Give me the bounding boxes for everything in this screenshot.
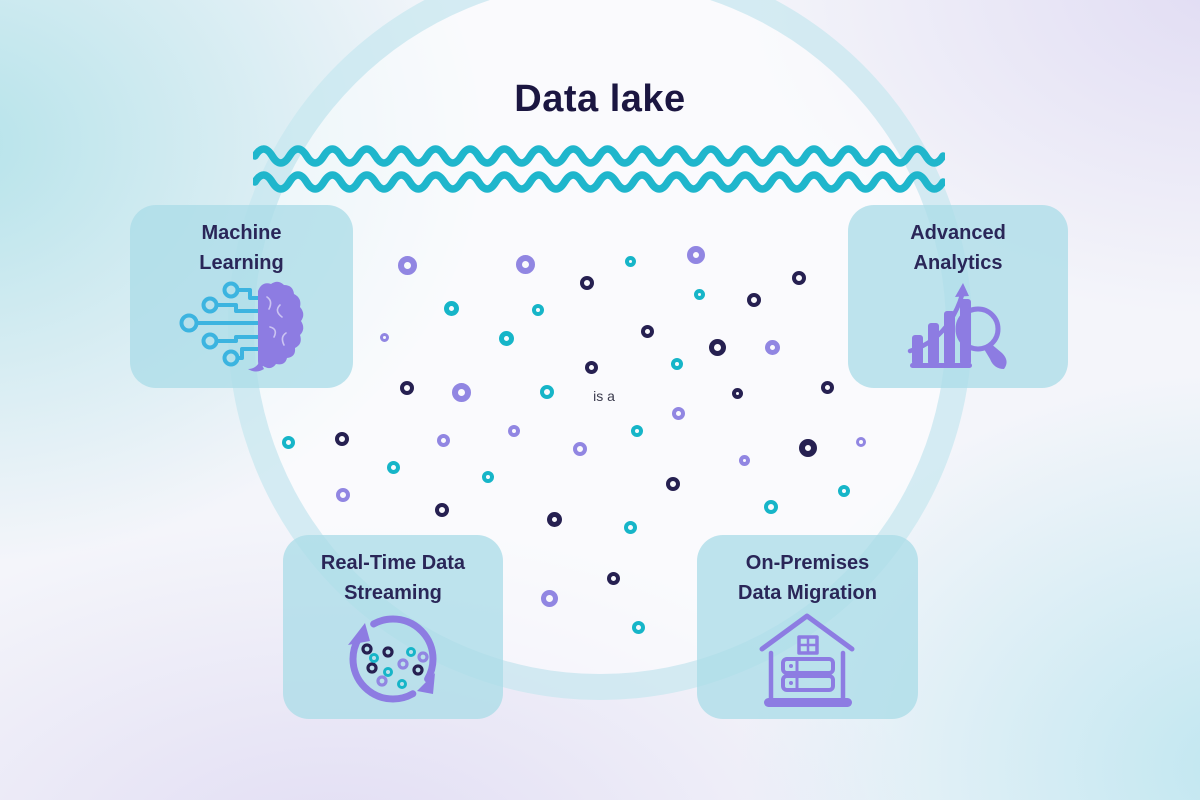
data-dot-teal <box>624 255 636 267</box>
data-dot-teal <box>693 288 705 300</box>
card-title: Machine Learning <box>199 222 284 274</box>
data-dot-navy <box>400 381 414 395</box>
data-dot-purple <box>336 488 350 502</box>
card-title: Real-Time Data Streaming <box>320 552 466 604</box>
data-dot-teal <box>631 620 645 634</box>
data-dot-teal <box>498 330 514 346</box>
data-dot-purple <box>687 246 705 264</box>
data-dot-navy <box>640 324 654 338</box>
data-dot-navy <box>666 477 680 491</box>
data-dot-teal <box>671 358 683 370</box>
data-dot-teal <box>532 304 544 316</box>
data-dot-teal <box>281 435 295 449</box>
page-title: Data lake <box>514 78 686 120</box>
data-dot-purple <box>436 433 450 447</box>
data-dot-purple <box>515 254 535 274</box>
data-dot-purple <box>856 437 866 447</box>
data-dot-teal <box>764 500 778 514</box>
data-dot-teal <box>386 460 400 474</box>
card-title: Advanced Analytics <box>910 222 1006 274</box>
analytics-chart-magnifier-icon <box>907 283 1007 369</box>
data-dot-navy <box>546 511 562 527</box>
data-dot-navy <box>580 276 594 290</box>
data-dot-navy <box>584 360 598 374</box>
data-dot-navy <box>435 503 449 517</box>
data-dot-navy <box>606 571 620 585</box>
data-dot-teal <box>482 471 494 483</box>
data-dot-navy <box>820 380 834 394</box>
data-dot-purple <box>451 382 471 402</box>
card-real-time-data-streaming: Real-Time Data Streaming <box>283 535 503 719</box>
water-waves-icon <box>253 145 945 193</box>
data-dot-navy <box>708 338 726 356</box>
card-title: On-Premises Data Migration <box>738 552 877 604</box>
data-dot-navy <box>792 271 806 285</box>
warehouse-server-icon <box>759 613 855 707</box>
data-dot-teal <box>631 425 643 437</box>
data-dot-purple <box>764 339 780 355</box>
data-dot-purple <box>540 589 558 607</box>
data-dot-purple <box>508 425 520 437</box>
data-dot-purple <box>397 255 417 275</box>
data-dot-teal <box>838 485 850 497</box>
card-on-premises-data-migration: On-Premises Data Migration <box>697 535 918 719</box>
data-dot-purple <box>671 406 685 420</box>
data-dot-teal <box>443 300 459 316</box>
data-dot-navy <box>747 293 761 307</box>
data-dot-purple <box>573 442 587 456</box>
is-a-label: is a <box>593 388 615 404</box>
data-dot-navy <box>335 432 349 446</box>
data-dot-purple <box>738 454 750 466</box>
data-dot-navy <box>731 387 743 399</box>
card-advanced-analytics: Advanced Analytics <box>848 205 1068 388</box>
data-dot-teal <box>540 385 554 399</box>
data-dot-teal <box>623 520 637 534</box>
data-dot-navy <box>799 439 817 457</box>
data-dot-purple <box>379 332 389 342</box>
card-machine-learning: Machine Learning <box>130 205 353 388</box>
brain-circuit-icon <box>179 281 304 372</box>
circular-arrows-data-icon <box>348 615 437 703</box>
